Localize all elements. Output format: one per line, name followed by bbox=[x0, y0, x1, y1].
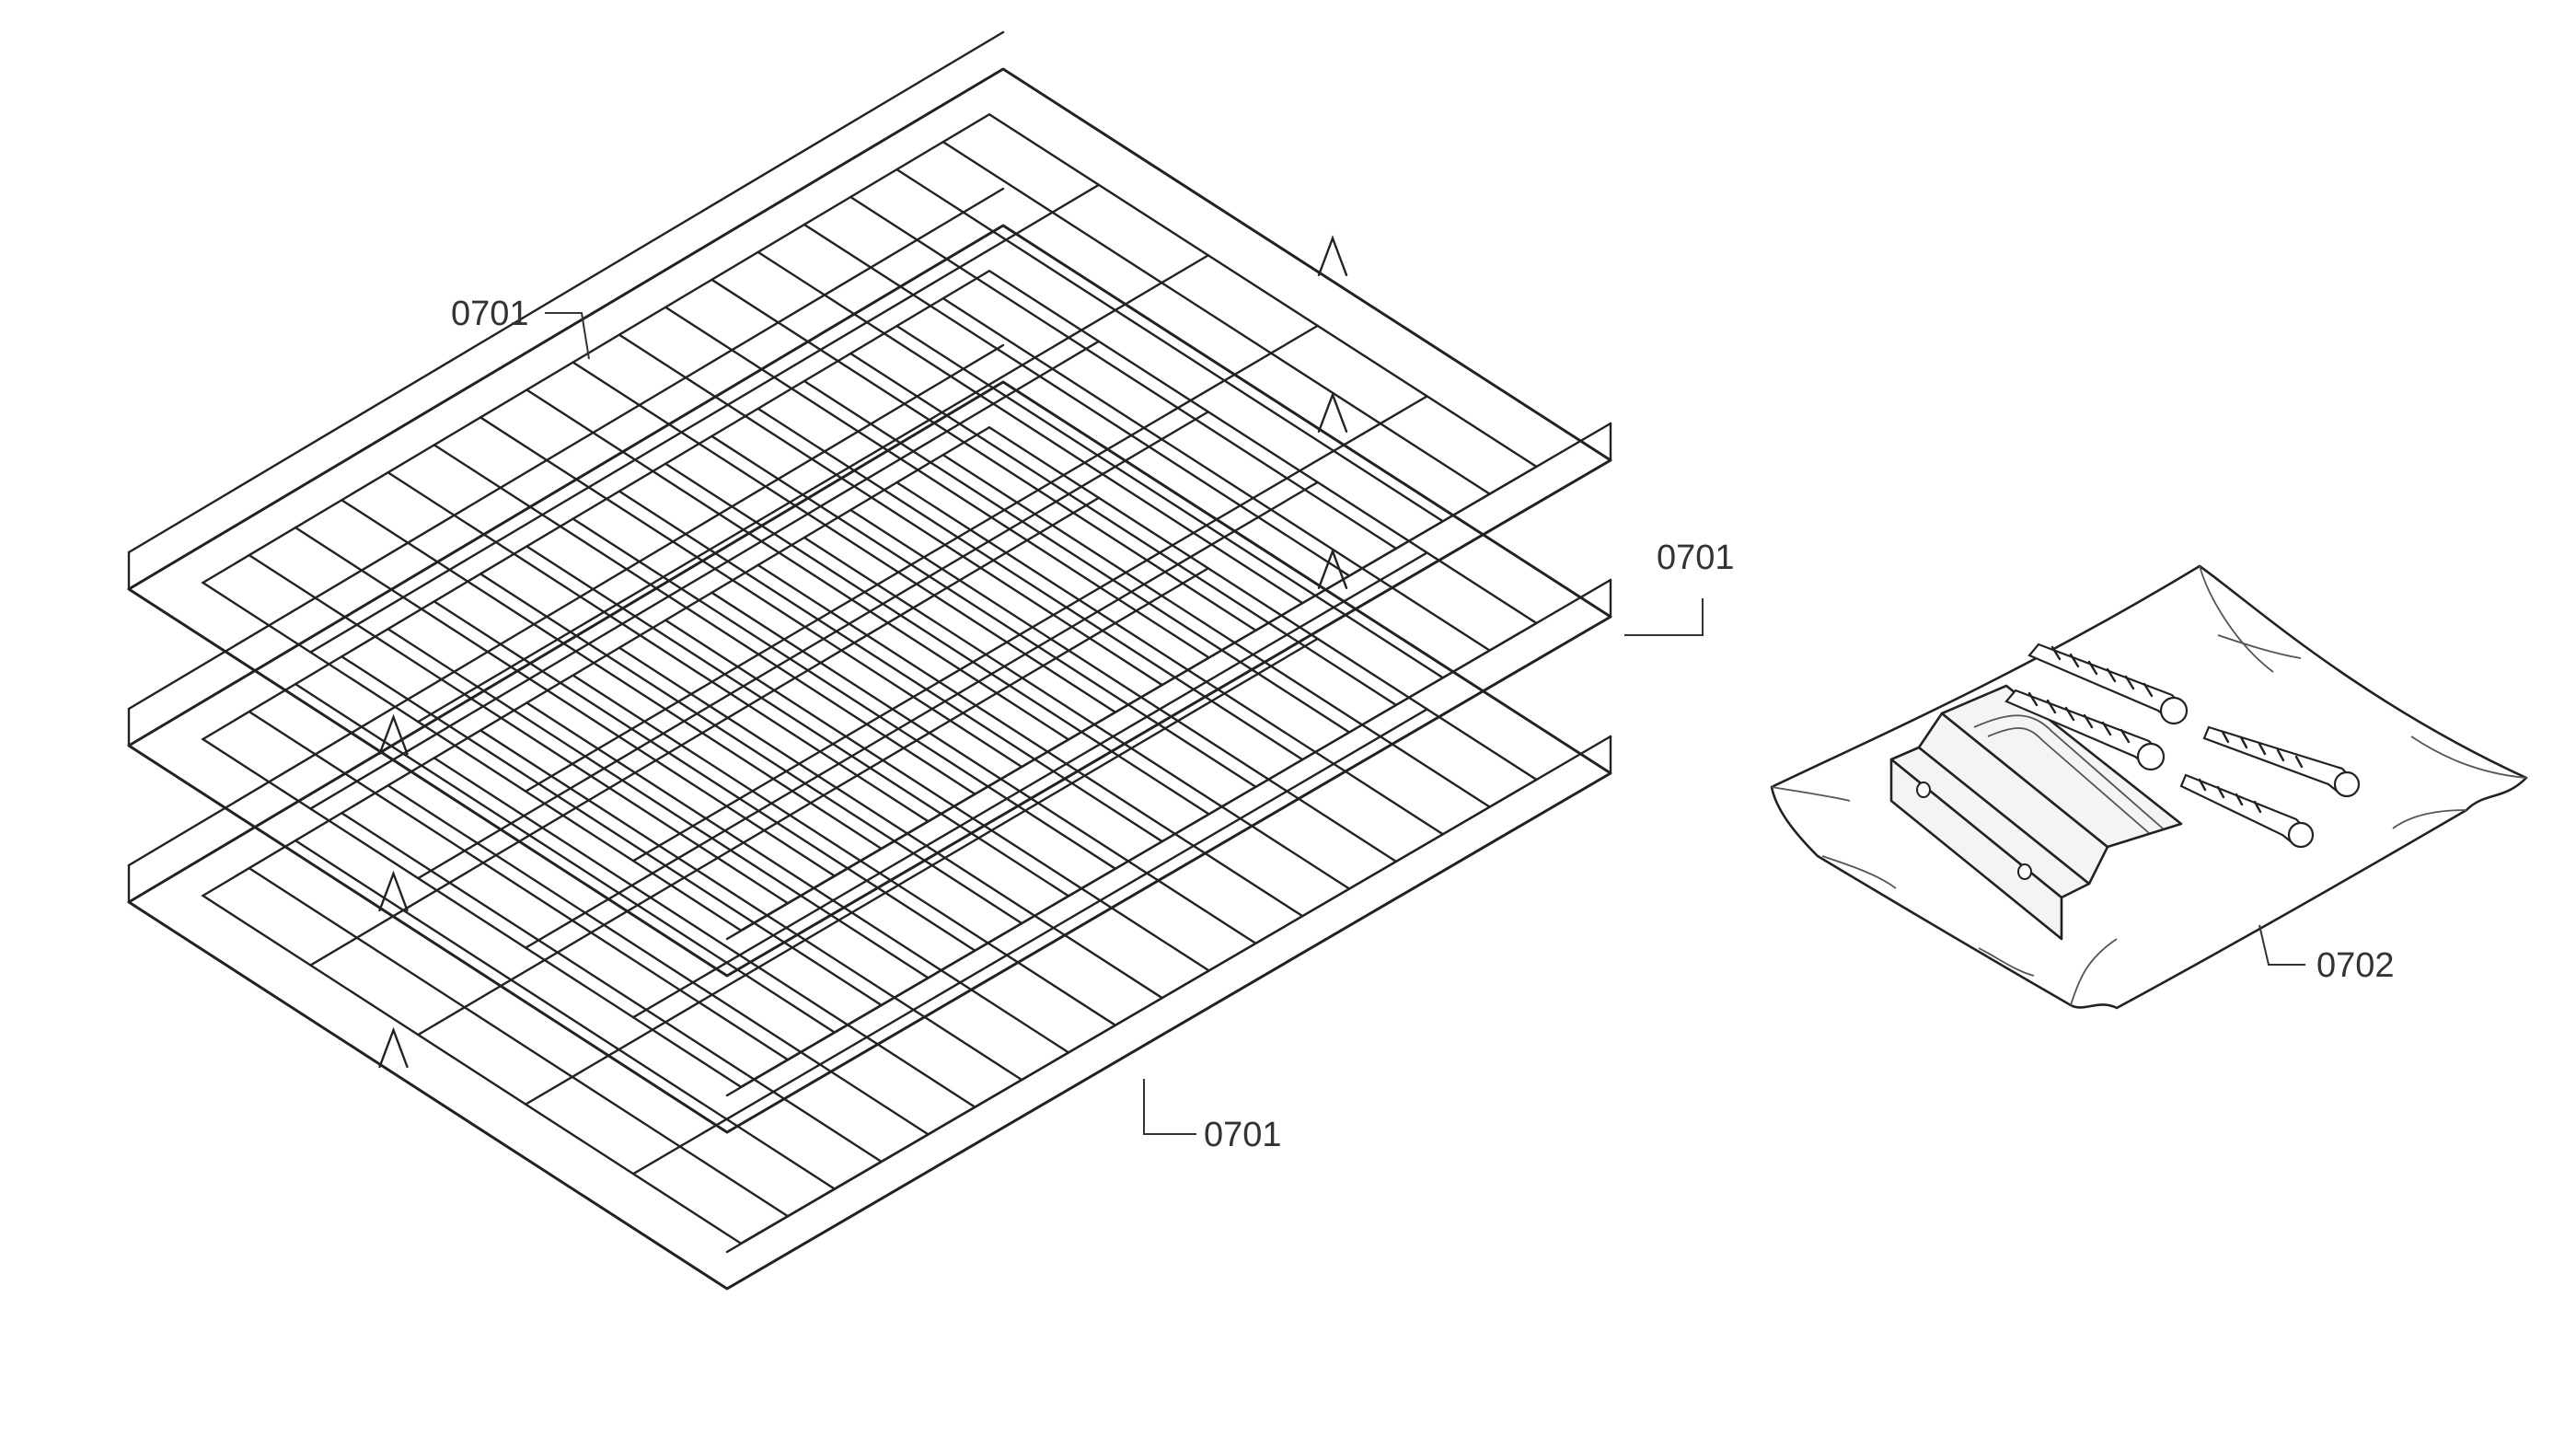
callout-rack-bottom: 0701 bbox=[1143, 1079, 1282, 1154]
hardware-kit-bag bbox=[1770, 564, 2528, 1010]
callout-label-rack-bottom: 0701 bbox=[1204, 1116, 1282, 1154]
mounting-bracket bbox=[1889, 684, 2183, 941]
callout-label-rack-middle: 0701 bbox=[1657, 538, 1735, 577]
callout-hardware-kit: 0702 bbox=[2258, 924, 2395, 985]
callout-label-hardware-kit: 0702 bbox=[2316, 946, 2395, 985]
callouts: 0701 0701 0701 0702 bbox=[451, 295, 2395, 1154]
callout-rack-middle: 0701 bbox=[1624, 538, 1735, 636]
oven-rack-top bbox=[127, 30, 1612, 978]
callout-rack-top: 0701 bbox=[451, 295, 590, 360]
oven-rack-middle bbox=[127, 187, 1612, 1134]
callout-label-rack-top: 0701 bbox=[451, 295, 529, 333]
bag-outline bbox=[1770, 564, 2528, 1010]
screws bbox=[2004, 643, 2361, 849]
